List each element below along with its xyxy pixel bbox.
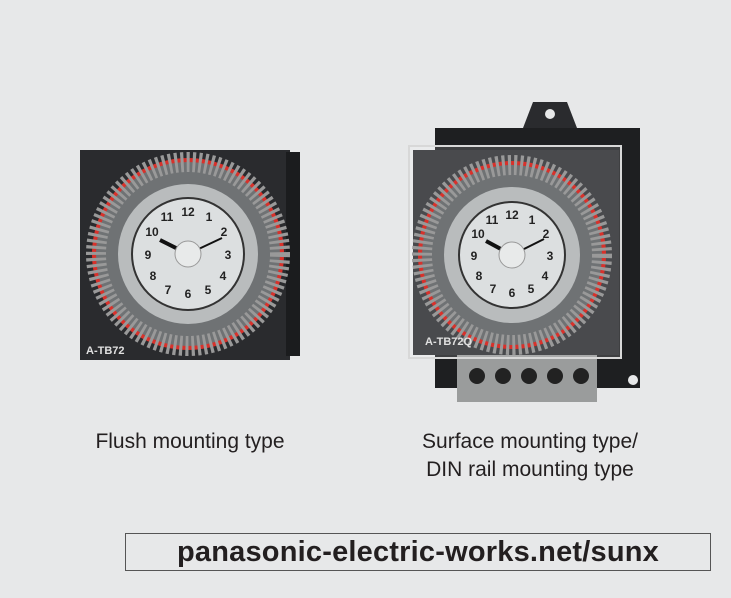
svg-text:8: 8 (476, 269, 483, 283)
svg-text:9: 9 (471, 249, 478, 263)
svg-text:10: 10 (145, 225, 159, 239)
website-url-link[interactable]: panasonic-electric-works.net/sunx (125, 533, 711, 571)
svg-text:7: 7 (165, 283, 172, 297)
svg-text:6: 6 (509, 286, 516, 300)
svg-text:4: 4 (542, 269, 549, 283)
svg-text:5: 5 (528, 282, 535, 296)
svg-text:8: 8 (150, 269, 157, 283)
svg-text:4: 4 (220, 269, 227, 283)
caption-line: Surface mounting type/ (422, 430, 638, 453)
svg-text:2: 2 (221, 225, 228, 239)
svg-text:6: 6 (185, 287, 192, 301)
caption-line: Flush mounting type (95, 430, 285, 453)
svg-text:1: 1 (529, 213, 536, 227)
model-label: A-TB72 (86, 345, 125, 357)
svg-text:12: 12 (505, 208, 519, 222)
svg-text:3: 3 (225, 248, 232, 262)
svg-text:5: 5 (205, 283, 212, 297)
model-label: A-TB72Q (425, 336, 473, 348)
caption-line: DIN rail mounting type (426, 458, 634, 481)
svg-text:11: 11 (161, 210, 174, 224)
svg-text:12: 12 (181, 205, 195, 219)
svg-text:1: 1 (206, 210, 213, 224)
svg-text:11: 11 (486, 213, 499, 227)
surface-mount-caption: Surface mounting type/ DIN rail mounting… (380, 428, 680, 484)
svg-text:10: 10 (471, 227, 485, 241)
svg-text:7: 7 (490, 282, 497, 296)
svg-text:3: 3 (547, 249, 554, 263)
svg-text:9: 9 (145, 248, 152, 262)
svg-text:2: 2 (543, 227, 550, 241)
flush-mount-caption: Flush mounting type (60, 428, 320, 456)
